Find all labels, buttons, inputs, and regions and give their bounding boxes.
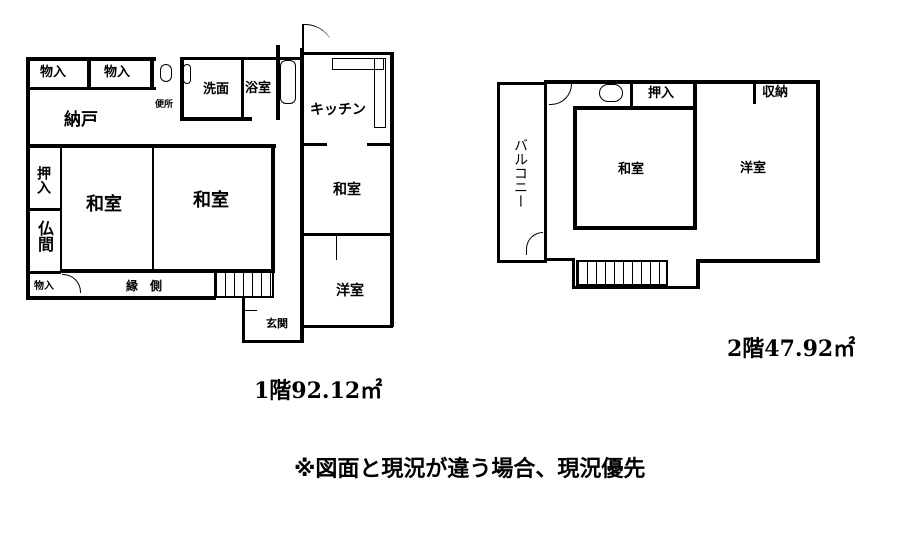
room-butsuma: 仏間 (35, 220, 54, 252)
wall (696, 259, 820, 263)
room-yoshitsu-2f: 洋室 (740, 161, 767, 176)
wall (630, 80, 633, 108)
wall (572, 258, 575, 288)
room-washitsu-center: 和室 (193, 190, 229, 211)
stairs-2f[interactable] (576, 260, 668, 286)
room-washitsu-right: 和室 (333, 182, 361, 198)
sink-fixture (183, 64, 191, 84)
wall (816, 80, 820, 262)
wall (29, 208, 61, 211)
kitchen-counter-side (374, 58, 386, 128)
wall (573, 226, 697, 230)
stairs-1f[interactable] (214, 271, 274, 298)
wall (753, 82, 756, 104)
floor-2-plan: バルコニー 押入 和室 収納 洋室 (497, 80, 820, 289)
wall (497, 82, 547, 85)
toilet-door[interactable] (549, 84, 572, 105)
room-engawa: 縁 側 (126, 279, 163, 293)
floor-1-plan: 物入 物入 便所 洗面 浴室 キッチン 納戸 押入 仏間 和室 和室 和室 物入… (0, 0, 420, 350)
room-oshiire-2f: 押入 (648, 86, 675, 101)
wall (150, 57, 154, 87)
floor-2-area-caption: 2階47.92㎡ (727, 336, 856, 362)
floor-1-area-caption: 1階92.12㎡ (254, 378, 383, 404)
wall (367, 143, 393, 146)
room-yoshitsu: 洋室 (336, 283, 364, 299)
toilet-fixture (599, 84, 623, 102)
wall (60, 148, 62, 272)
wall (87, 57, 91, 89)
wall (572, 286, 700, 289)
wall (544, 258, 574, 261)
room-oshiire: 押入 (35, 166, 51, 194)
room-kitchen: キッチン (310, 102, 366, 118)
wall (180, 57, 300, 60)
room-genkan: 玄関 (266, 317, 288, 330)
wall (303, 143, 327, 146)
wall (303, 233, 393, 236)
room-storage-c: 物入 (34, 281, 54, 292)
wall (544, 80, 820, 84)
wall (497, 260, 547, 263)
wall (303, 325, 393, 328)
wall (242, 298, 245, 342)
room-washroom: 洗面 (203, 82, 230, 97)
wall (544, 82, 547, 262)
bathtub-icon (280, 60, 296, 104)
wall (271, 144, 275, 272)
wall (276, 45, 280, 120)
room-toilet: 便所 (155, 100, 174, 110)
room-storage-2f: 収納 (762, 85, 789, 100)
genkan-step (245, 310, 257, 311)
room-nando: 納戸 (64, 110, 98, 130)
notice-text: ※図面と現況が違う場合、現況優先 (294, 457, 646, 482)
kitchen-counter (332, 58, 384, 70)
wall (26, 57, 156, 61)
wall (180, 57, 184, 119)
wall (26, 144, 276, 148)
wall (29, 271, 61, 274)
room-storage-a: 物入 (40, 65, 67, 80)
wall (696, 259, 700, 289)
room-washitsu-2f: 和室 (618, 162, 645, 177)
wall (242, 340, 304, 343)
wall (573, 106, 577, 230)
wall (241, 60, 244, 120)
wall (300, 48, 304, 340)
wall (26, 57, 30, 299)
room-washitsu-left: 和室 (86, 194, 122, 215)
toilet-fixture (160, 64, 172, 82)
wall (693, 80, 697, 230)
wall (60, 269, 275, 273)
room-storage-b: 物入 (104, 65, 131, 80)
wall (26, 87, 156, 90)
wall (26, 296, 216, 300)
room-bathroom: 浴室 (245, 81, 272, 96)
wall (497, 82, 500, 262)
wall (180, 117, 252, 121)
yoshitsu-door[interactable] (336, 236, 361, 260)
wall (573, 106, 695, 110)
wall (300, 52, 394, 55)
fusuma-line (152, 148, 154, 270)
balcony-door[interactable] (526, 232, 543, 255)
wall (390, 52, 394, 327)
room-balcony: バルコニー (512, 138, 528, 208)
